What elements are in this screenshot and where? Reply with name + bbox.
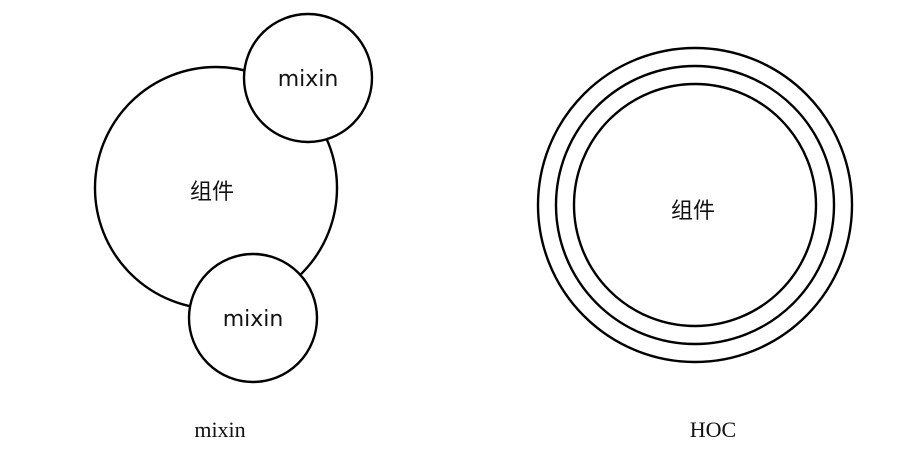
component-label: 组件 — [190, 180, 234, 205]
mixin-top-label: mixin — [278, 67, 339, 92]
hoc-inner-ring — [572, 82, 818, 328]
mixin-diagram: 组件 mixin mixin mixin — [93, 12, 374, 442]
mixin-circle-bottom — [187, 252, 319, 384]
mixin-bottom-label: mixin — [223, 307, 284, 332]
hoc-caption: HOC — [690, 417, 736, 442]
mixin-caption: mixin — [194, 417, 245, 442]
hoc-component-label: 组件 — [671, 199, 715, 224]
hoc-diagram: 组件 HOC — [536, 46, 854, 442]
mixin-circle-top — [242, 12, 374, 144]
